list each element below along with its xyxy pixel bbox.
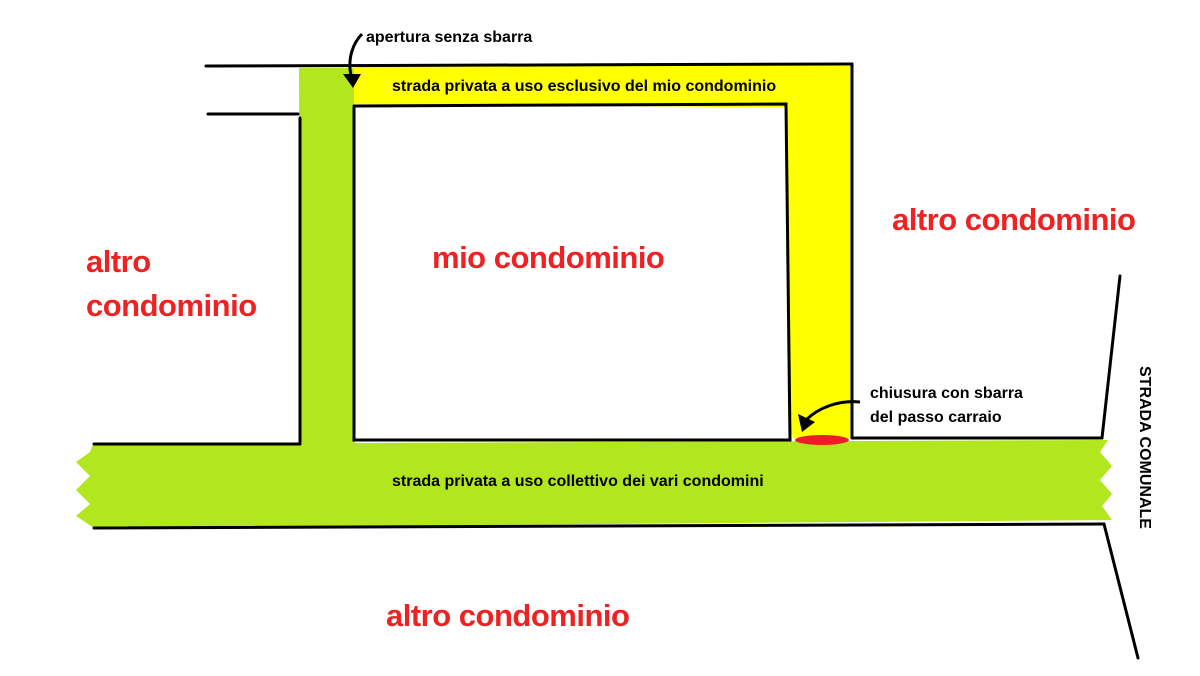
- opening-arrow-icon: [343, 32, 364, 88]
- outline-public-road-lower: [1102, 522, 1140, 660]
- outline-building: [352, 102, 792, 442]
- gate-arrow-icon: [798, 400, 861, 432]
- outline-public-road-upper: [1100, 274, 1122, 440]
- outline-road-bottom: [92, 522, 1106, 530]
- left-access-road: [299, 68, 355, 444]
- other-building-bottom-label: altro condominio: [386, 598, 629, 633]
- my-building-label: mio condominio: [432, 240, 664, 275]
- collective-road-label: strada privata a uso collettivo dei vari…: [392, 473, 764, 490]
- gate-marker: [795, 435, 849, 445]
- other-building-right-label: altro condominio: [892, 202, 1135, 237]
- opening-label: apertura senza sbarra: [366, 29, 532, 46]
- exclusive-road-top: [354, 66, 852, 108]
- other-building-left-line1: altro: [86, 244, 151, 279]
- collective-road-band: [76, 440, 1112, 528]
- other-building-left-line2: condominio: [86, 288, 257, 323]
- public-road-label: STRADA COMUNALE: [1136, 366, 1153, 529]
- exclusive-road-right: [785, 104, 852, 438]
- outline-top-left-upper: [204, 62, 854, 68]
- exclusive-road-label: strada privata a uso esclusivo del mio c…: [392, 78, 776, 95]
- gate-label-line2: del passo carraio: [870, 409, 1002, 426]
- map-outlines: [92, 62, 1140, 660]
- gate-label-line1: chiusura con sbarra: [870, 385, 1023, 402]
